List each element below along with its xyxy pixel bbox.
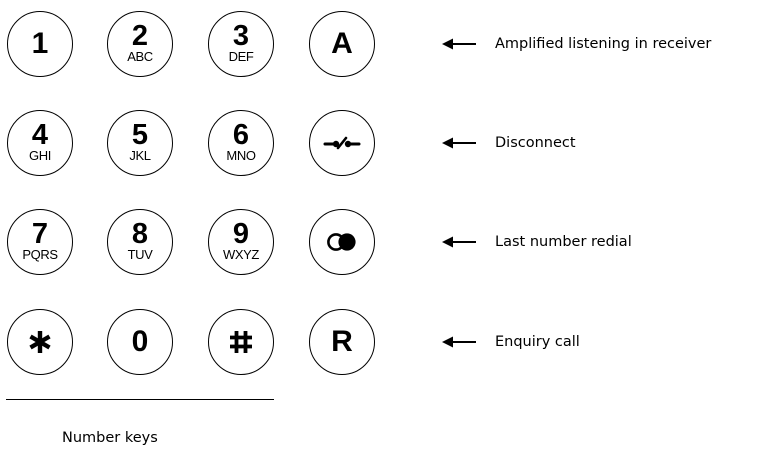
key-enquiry-call[interactable]: R (309, 309, 375, 375)
key-4[interactable]: 4 GHI (7, 110, 73, 176)
annotation-enquiry-call: Enquiry call (495, 334, 580, 350)
key-9[interactable]: 9 WXYZ (208, 209, 274, 275)
key-digit: 4 (31, 119, 49, 151)
key-letters: ABC (127, 49, 153, 64)
number-keys-caption: Number keys (62, 430, 158, 446)
left-arrow-icon (442, 137, 476, 149)
key-6[interactable]: 6 MNO (208, 110, 274, 176)
hash-icon (230, 331, 252, 353)
key-digit: 9 (232, 218, 250, 250)
key-digit: A (331, 27, 353, 60)
annotation-last-number-redial: Last number redial (495, 234, 632, 250)
key-letters: DEF (228, 49, 254, 64)
key-digit: 8 (131, 218, 149, 250)
key-digit: 3 (232, 20, 250, 52)
number-keys-divider (6, 399, 274, 400)
key-star[interactable] (7, 309, 73, 375)
key-digit: R (331, 325, 353, 358)
key-digit: 7 (31, 218, 49, 250)
redial-icon (327, 233, 356, 251)
key-hash[interactable] (208, 309, 274, 375)
key-5[interactable]: 5 JKL (107, 110, 173, 176)
left-arrow-icon (442, 38, 476, 50)
key-letters: GHI (29, 148, 51, 163)
key-amplified-listening[interactable]: A (309, 11, 375, 77)
key-2[interactable]: 2 ABC (107, 11, 173, 77)
disconnect-icon (323, 136, 361, 150)
key-letters: JKL (129, 148, 151, 163)
key-0[interactable]: 0 (107, 309, 173, 375)
key-disconnect[interactable] (309, 110, 375, 176)
key-letters: MNO (226, 148, 256, 163)
left-arrow-icon (442, 336, 476, 348)
asterisk-icon (29, 331, 51, 353)
key-letters: TUV (127, 247, 153, 262)
annotation-amplified-listening: Amplified listening in receiver (495, 36, 712, 52)
key-last-number-redial[interactable] (309, 209, 375, 275)
key-letters: WXYZ (223, 247, 259, 262)
key-digit: 0 (131, 325, 149, 358)
key-7[interactable]: 7 PQRS (7, 209, 73, 275)
key-8[interactable]: 8 TUV (107, 209, 173, 275)
key-3[interactable]: 3 DEF (208, 11, 274, 77)
key-letters: PQRS (22, 247, 58, 262)
key-digit: 6 (232, 119, 250, 151)
left-arrow-icon (442, 236, 476, 248)
annotation-disconnect: Disconnect (495, 135, 576, 151)
key-1[interactable]: 1 (7, 11, 73, 77)
key-digit: 2 (131, 20, 149, 52)
key-digit: 1 (31, 27, 49, 60)
key-digit: 5 (131, 119, 149, 151)
